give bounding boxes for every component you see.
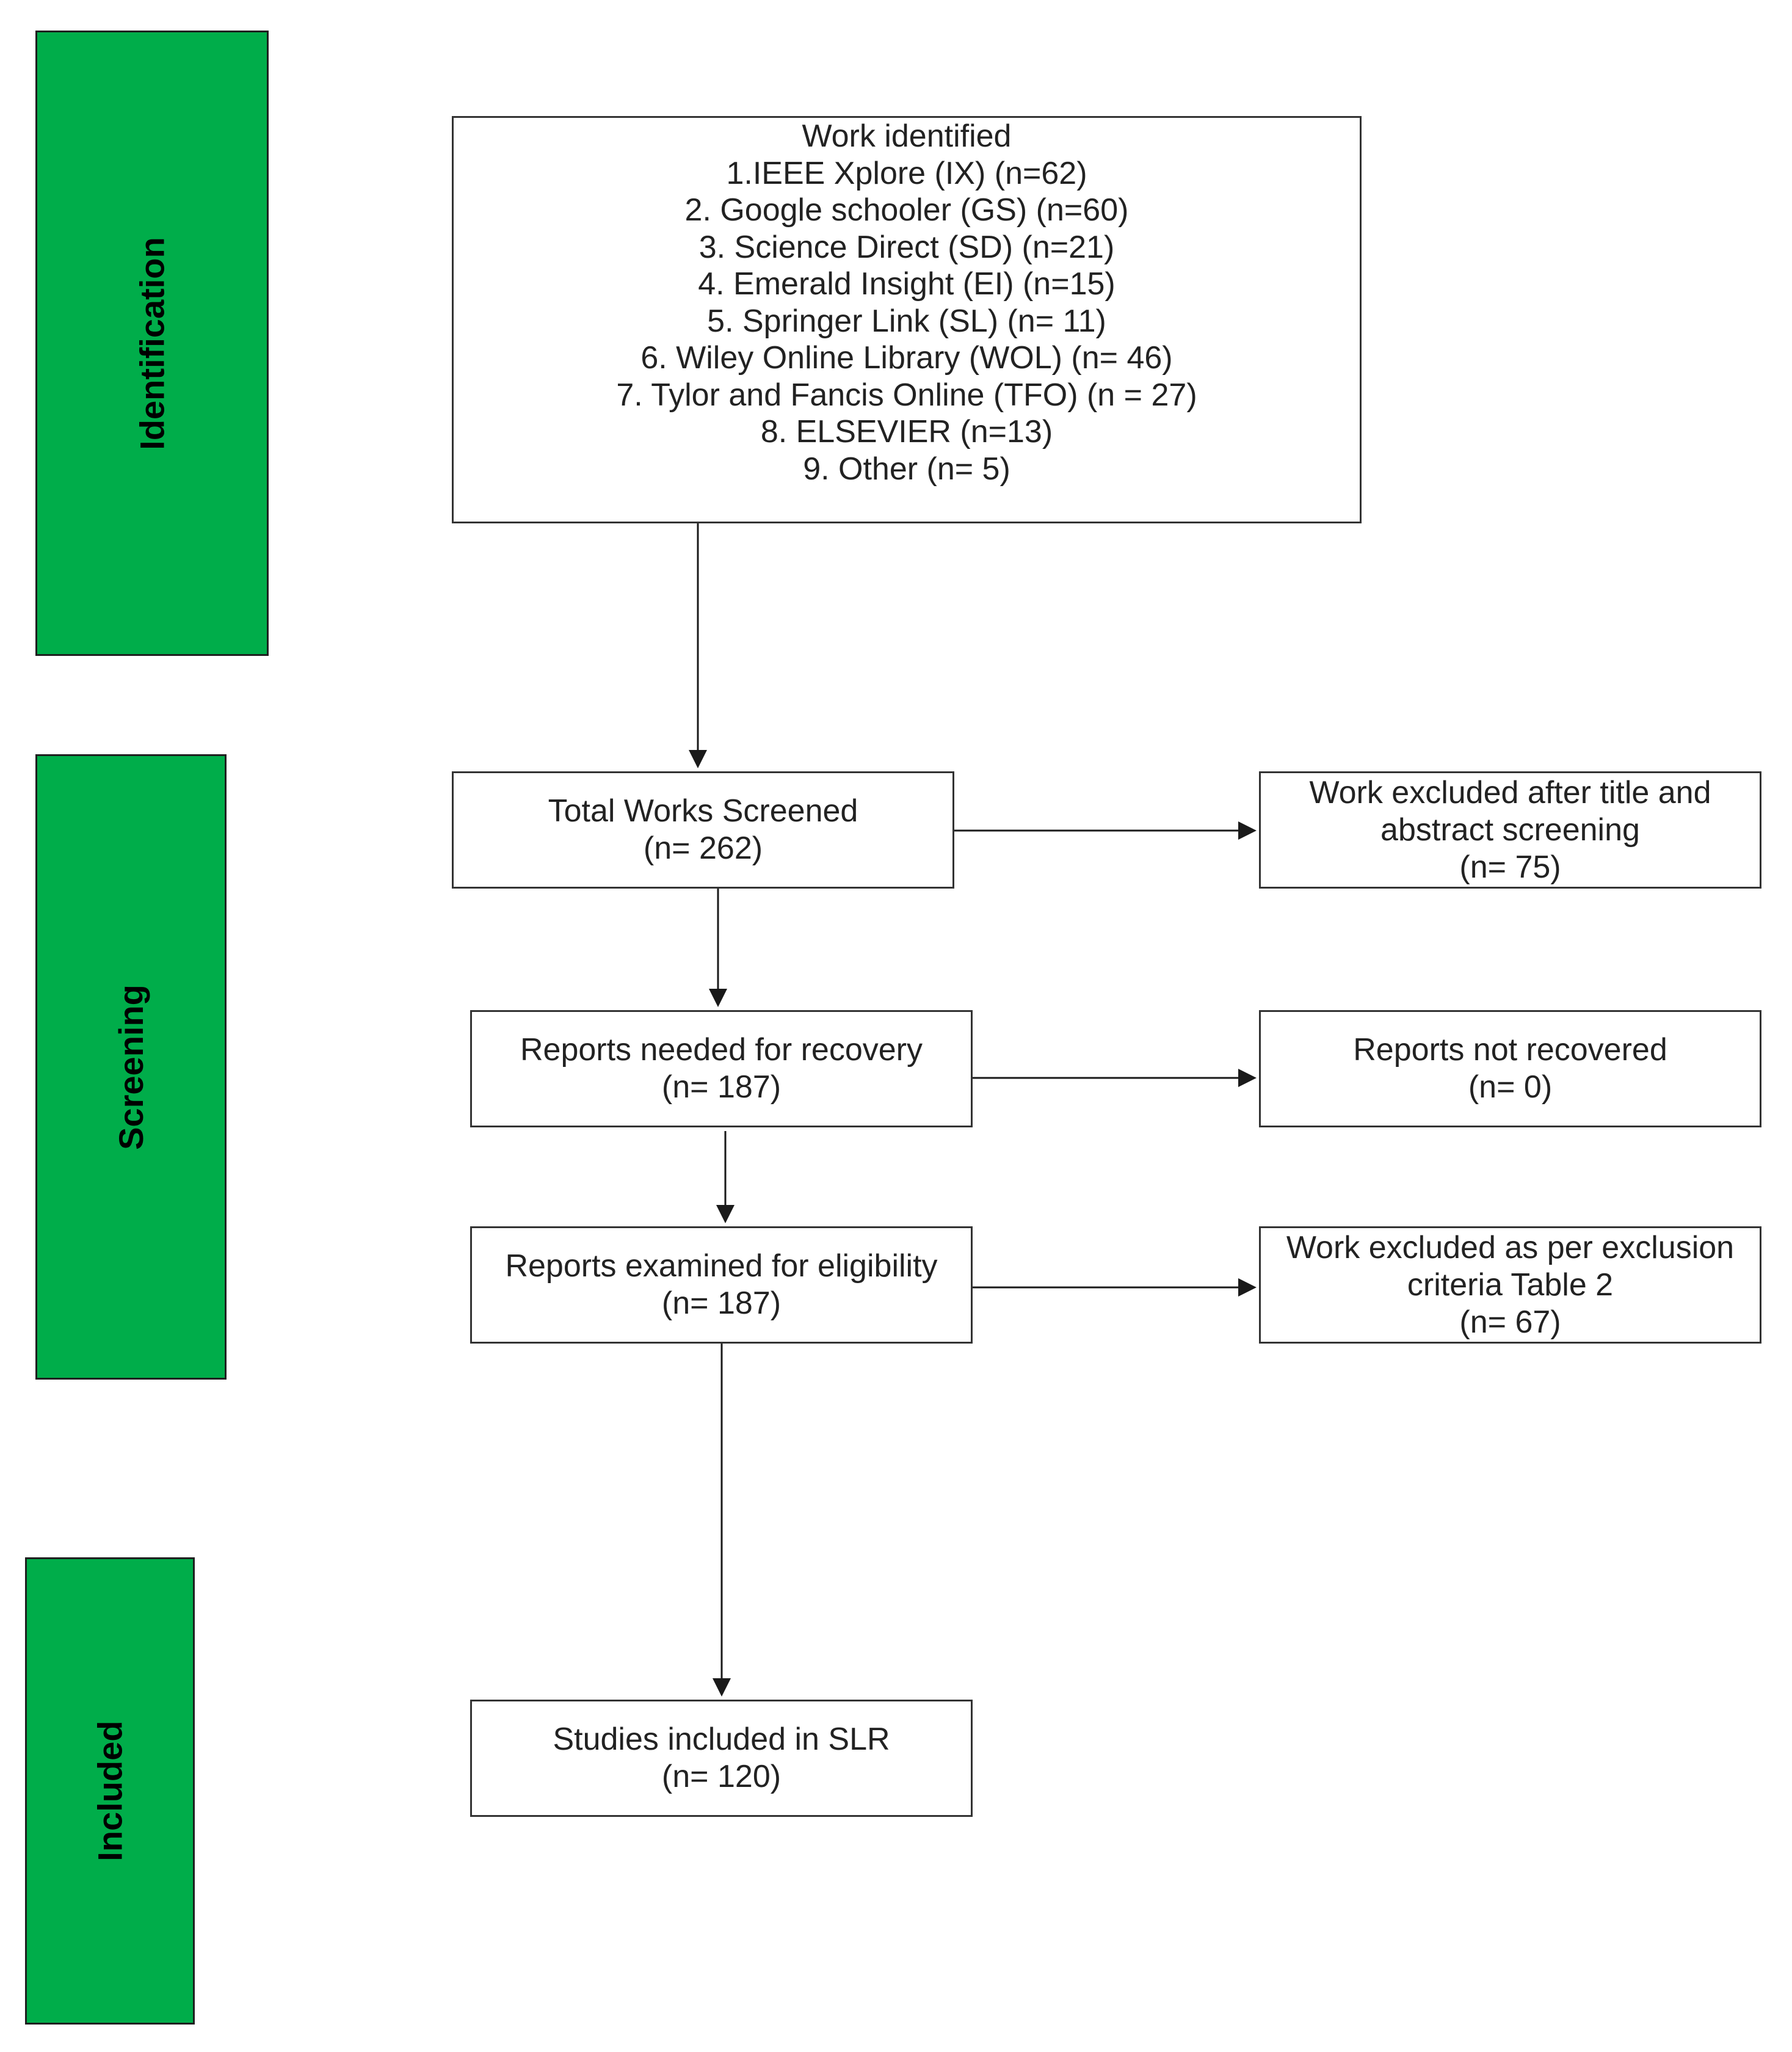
screened-label: Total Works Screened [548, 793, 858, 829]
phase-identification: Identification [35, 31, 269, 656]
source-item: 3. Science Direct (SD) (n=21) [698, 229, 1115, 265]
excluded-title-abstract-box: Work excluded after title and abstract s… [1259, 771, 1761, 889]
source-item: 1.IEEE Xplore (IX) (n=62) [726, 155, 1087, 191]
excluded-title-abstract-line2: abstract screening [1380, 812, 1640, 848]
included-box: Studies included in SLR (n= 120) [470, 1700, 973, 1817]
excluded-criteria-line2: criteria Table 2 [1407, 1267, 1614, 1303]
retrieval-box: Reports needed for recovery (n= 187) [470, 1010, 973, 1127]
source-item: 2. Google schooler (GS) (n=60) [684, 192, 1129, 228]
phase-included: Included [25, 1557, 195, 2025]
eligibility-label: Reports examined for eligibility [505, 1248, 938, 1284]
not-retrieved-box: Reports not recovered (n= 0) [1259, 1010, 1761, 1127]
source-item: 6. Wiley Online Library (WOL) (n= 46) [640, 340, 1173, 376]
screened-count: (n= 262) [643, 831, 763, 866]
source-item: 8. ELSEVIER (n=13) [760, 414, 1053, 449]
excluded-title-abstract-count: (n= 75) [1459, 849, 1561, 885]
not-retrieved-count: (n= 0) [1468, 1069, 1553, 1105]
phase-screening: Screening [35, 754, 227, 1380]
excluded-criteria-box: Work excluded as per exclusion criteria … [1259, 1226, 1761, 1344]
included-count: (n= 120) [661, 1759, 782, 1794]
excluded-criteria-count: (n= 67) [1459, 1304, 1561, 1340]
retrieval-label: Reports needed for recovery [520, 1032, 923, 1068]
source-item: 9. Other (n= 5) [803, 451, 1010, 487]
screened-box: Total Works Screened (n= 262) [452, 771, 954, 889]
not-retrieved-label: Reports not recovered [1353, 1032, 1667, 1068]
eligibility-box: Reports examined for eligibility (n= 187… [470, 1226, 973, 1344]
eligibility-count: (n= 187) [661, 1286, 782, 1321]
source-item: 5. Springer Link (SL) (n= 11) [707, 303, 1106, 339]
excluded-criteria-line1: Work excluded as per exclusion [1286, 1229, 1735, 1265]
retrieval-count: (n= 187) [661, 1069, 782, 1105]
included-label: Studies included in SLR [553, 1722, 890, 1757]
source-item: 7. Tylor and Fancis Online (TFO) (n = 27… [616, 377, 1197, 413]
work-identified-box: Work identified 1.IEEE Xplore (IX) (n=62… [452, 116, 1362, 523]
excluded-title-abstract-line1: Work excluded after title and [1309, 774, 1711, 810]
source-item: 4. Emerald Insight (EI) (n=15) [698, 266, 1115, 302]
work-identified-title: Work identified [802, 118, 1012, 154]
